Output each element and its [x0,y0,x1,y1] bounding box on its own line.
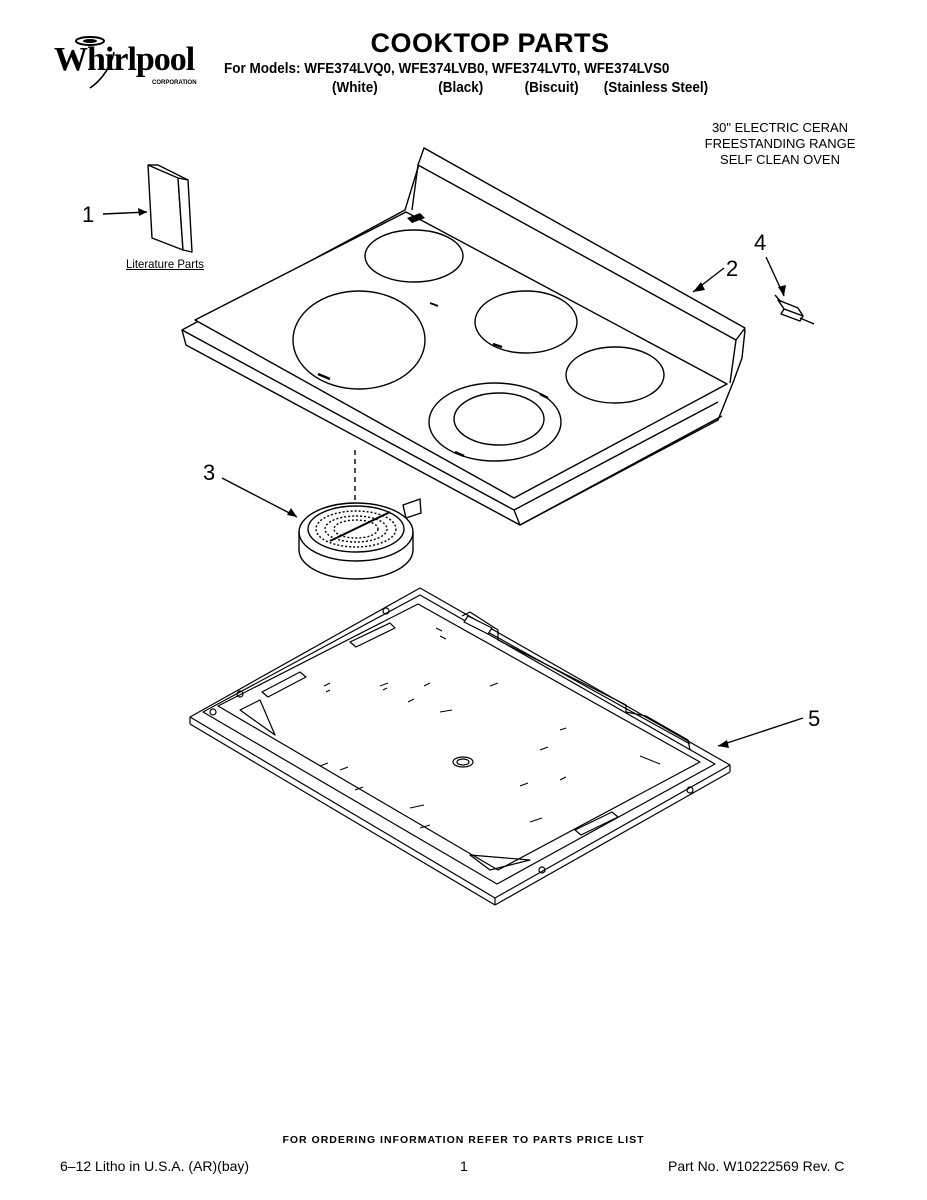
callout-3: 3 [203,460,216,485]
svg-text:CORPORATION: CORPORATION [152,80,197,86]
color-white: (White) [332,79,378,96]
models-line: For Models: WFE374LVQ0, WFE374LVB0, WFE3… [224,60,670,77]
cooktop-frame [189,587,731,906]
whirlpool-logo: Whirlpool CORPORATION [52,32,212,90]
callout-5: 5 [808,706,821,731]
page-number: 1 [460,1158,468,1174]
callout-4: 4 [754,230,767,255]
literature-parts-label: Literature Parts [126,257,204,271]
color-black: (Black) [438,79,484,96]
model-colors: (White) (Black) (Biscuit) (Stainless Ste… [332,79,708,164]
description-line: SELF CLEAN OVEN [720,152,840,167]
leader-line-5 [717,717,804,747]
ordering-note: FOR ORDERING INFORMATION REFER TO PARTS … [282,1134,645,1146]
bracket-clip [774,294,815,325]
description-line: FREESTANDING RANGE [704,136,856,151]
description-line: 30" ELECTRIC CERAN [711,120,849,135]
litho-info: 6‒12 Litho in U.S.A. (AR)(bay) [60,1158,250,1174]
callout-1: 1 [82,202,95,227]
color-stainless: (Stainless Steel) [603,79,709,96]
radiant-element [298,498,422,580]
part-number: Part No. W10222569 Rev. C [668,1158,845,1174]
literature-booklet [147,164,193,253]
page-title: COOKTOP PARTS [370,28,610,58]
leader-line-3 [221,477,298,518]
color-biscuit: (Biscuit) [524,79,579,96]
cooktop-glass [181,147,746,526]
appliance-description: 30" ELECTRIC CERAN FREESTANDING RANGE SE… [690,120,870,168]
svg-text:Whirlpool: Whirlpool [54,41,195,78]
callout-2: 2 [726,256,739,281]
